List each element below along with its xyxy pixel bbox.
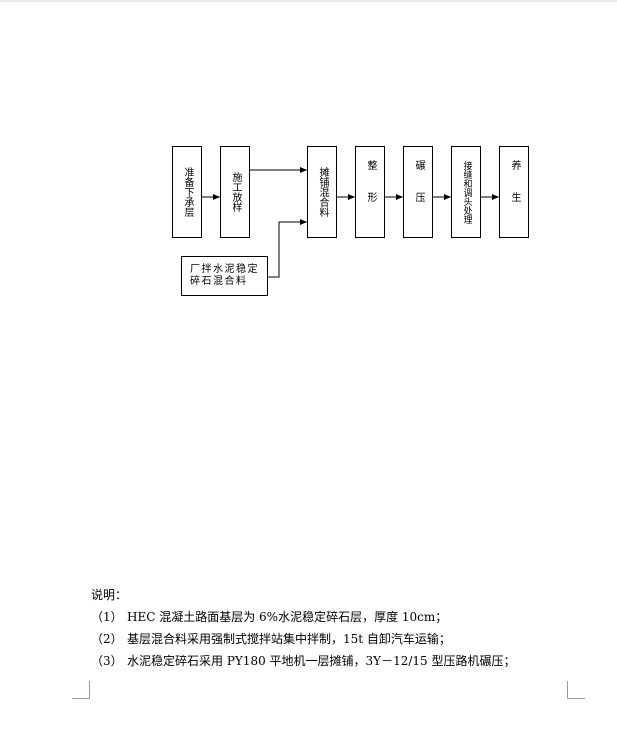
- step-shaping: 整形: [355, 146, 385, 238]
- step-label: 养生: [509, 160, 520, 224]
- step-joint-treatment: 接缝和调头处理: [451, 146, 481, 238]
- note-number: （3）: [91, 654, 123, 668]
- step-curing: 养生: [499, 146, 529, 238]
- step-label: 摊铺混合料: [317, 167, 328, 217]
- step-survey-layout: 施工放样: [220, 146, 250, 238]
- page-corner-mark-left: [72, 681, 90, 699]
- step-spread-mix: 摊铺混合料: [307, 146, 337, 238]
- note-text: HEC 混凝土路面基层为 6%水泥稳定碎石层，厚度 10cm；: [127, 610, 448, 624]
- step-label: 接缝和调头处理: [461, 160, 472, 224]
- notes-heading: 说明：: [91, 588, 128, 602]
- step-label: 整形: [365, 160, 376, 224]
- step-label: 准备下承层: [182, 167, 193, 217]
- note-item: （2） 基层混合料采用强制式搅拌站集中拌制，15t 自卸汽车运输；: [91, 630, 516, 652]
- plant-mix-line-2: 碎石混合料: [190, 276, 248, 287]
- step-prepare-base: 准备下承层: [172, 146, 202, 238]
- plant-mix-label: 厂拌水泥稳定 碎石混合料: [190, 264, 259, 288]
- note-number: （1）: [91, 610, 123, 624]
- notes-section: 说明： （1） HEC 混凝土路面基层为 6%水泥稳定碎石层，厚度 10cm； （…: [91, 586, 516, 674]
- note-text: 基层混合料采用强制式搅拌站集中拌制，15t 自卸汽车运输；: [127, 632, 451, 646]
- page-corner-mark-right: [567, 681, 585, 699]
- note-item: （1） HEC 混凝土路面基层为 6%水泥稳定碎石层，厚度 10cm；: [91, 608, 516, 630]
- arrow-plantmix-to-spread: [268, 219, 307, 278]
- plant-mix-line-1: 厂拌水泥稳定: [190, 264, 259, 275]
- plant-mix-box: 厂拌水泥稳定 碎石混合料: [181, 256, 268, 296]
- note-item: （3） 水泥稳定碎石采用 PY180 平地机一层摊铺，3Y－12/15 型压路机碾…: [91, 652, 516, 674]
- page-top-edge: [0, 0, 617, 2]
- step-label: 碾压: [413, 160, 424, 224]
- note-text: 水泥稳定碎石采用 PY180 平地机一层摊铺，3Y－12/15 型压路机碾压；: [127, 654, 516, 668]
- note-number: （2）: [91, 632, 123, 646]
- step-rolling: 碾压: [403, 146, 433, 238]
- step-label: 施工放样: [230, 172, 241, 212]
